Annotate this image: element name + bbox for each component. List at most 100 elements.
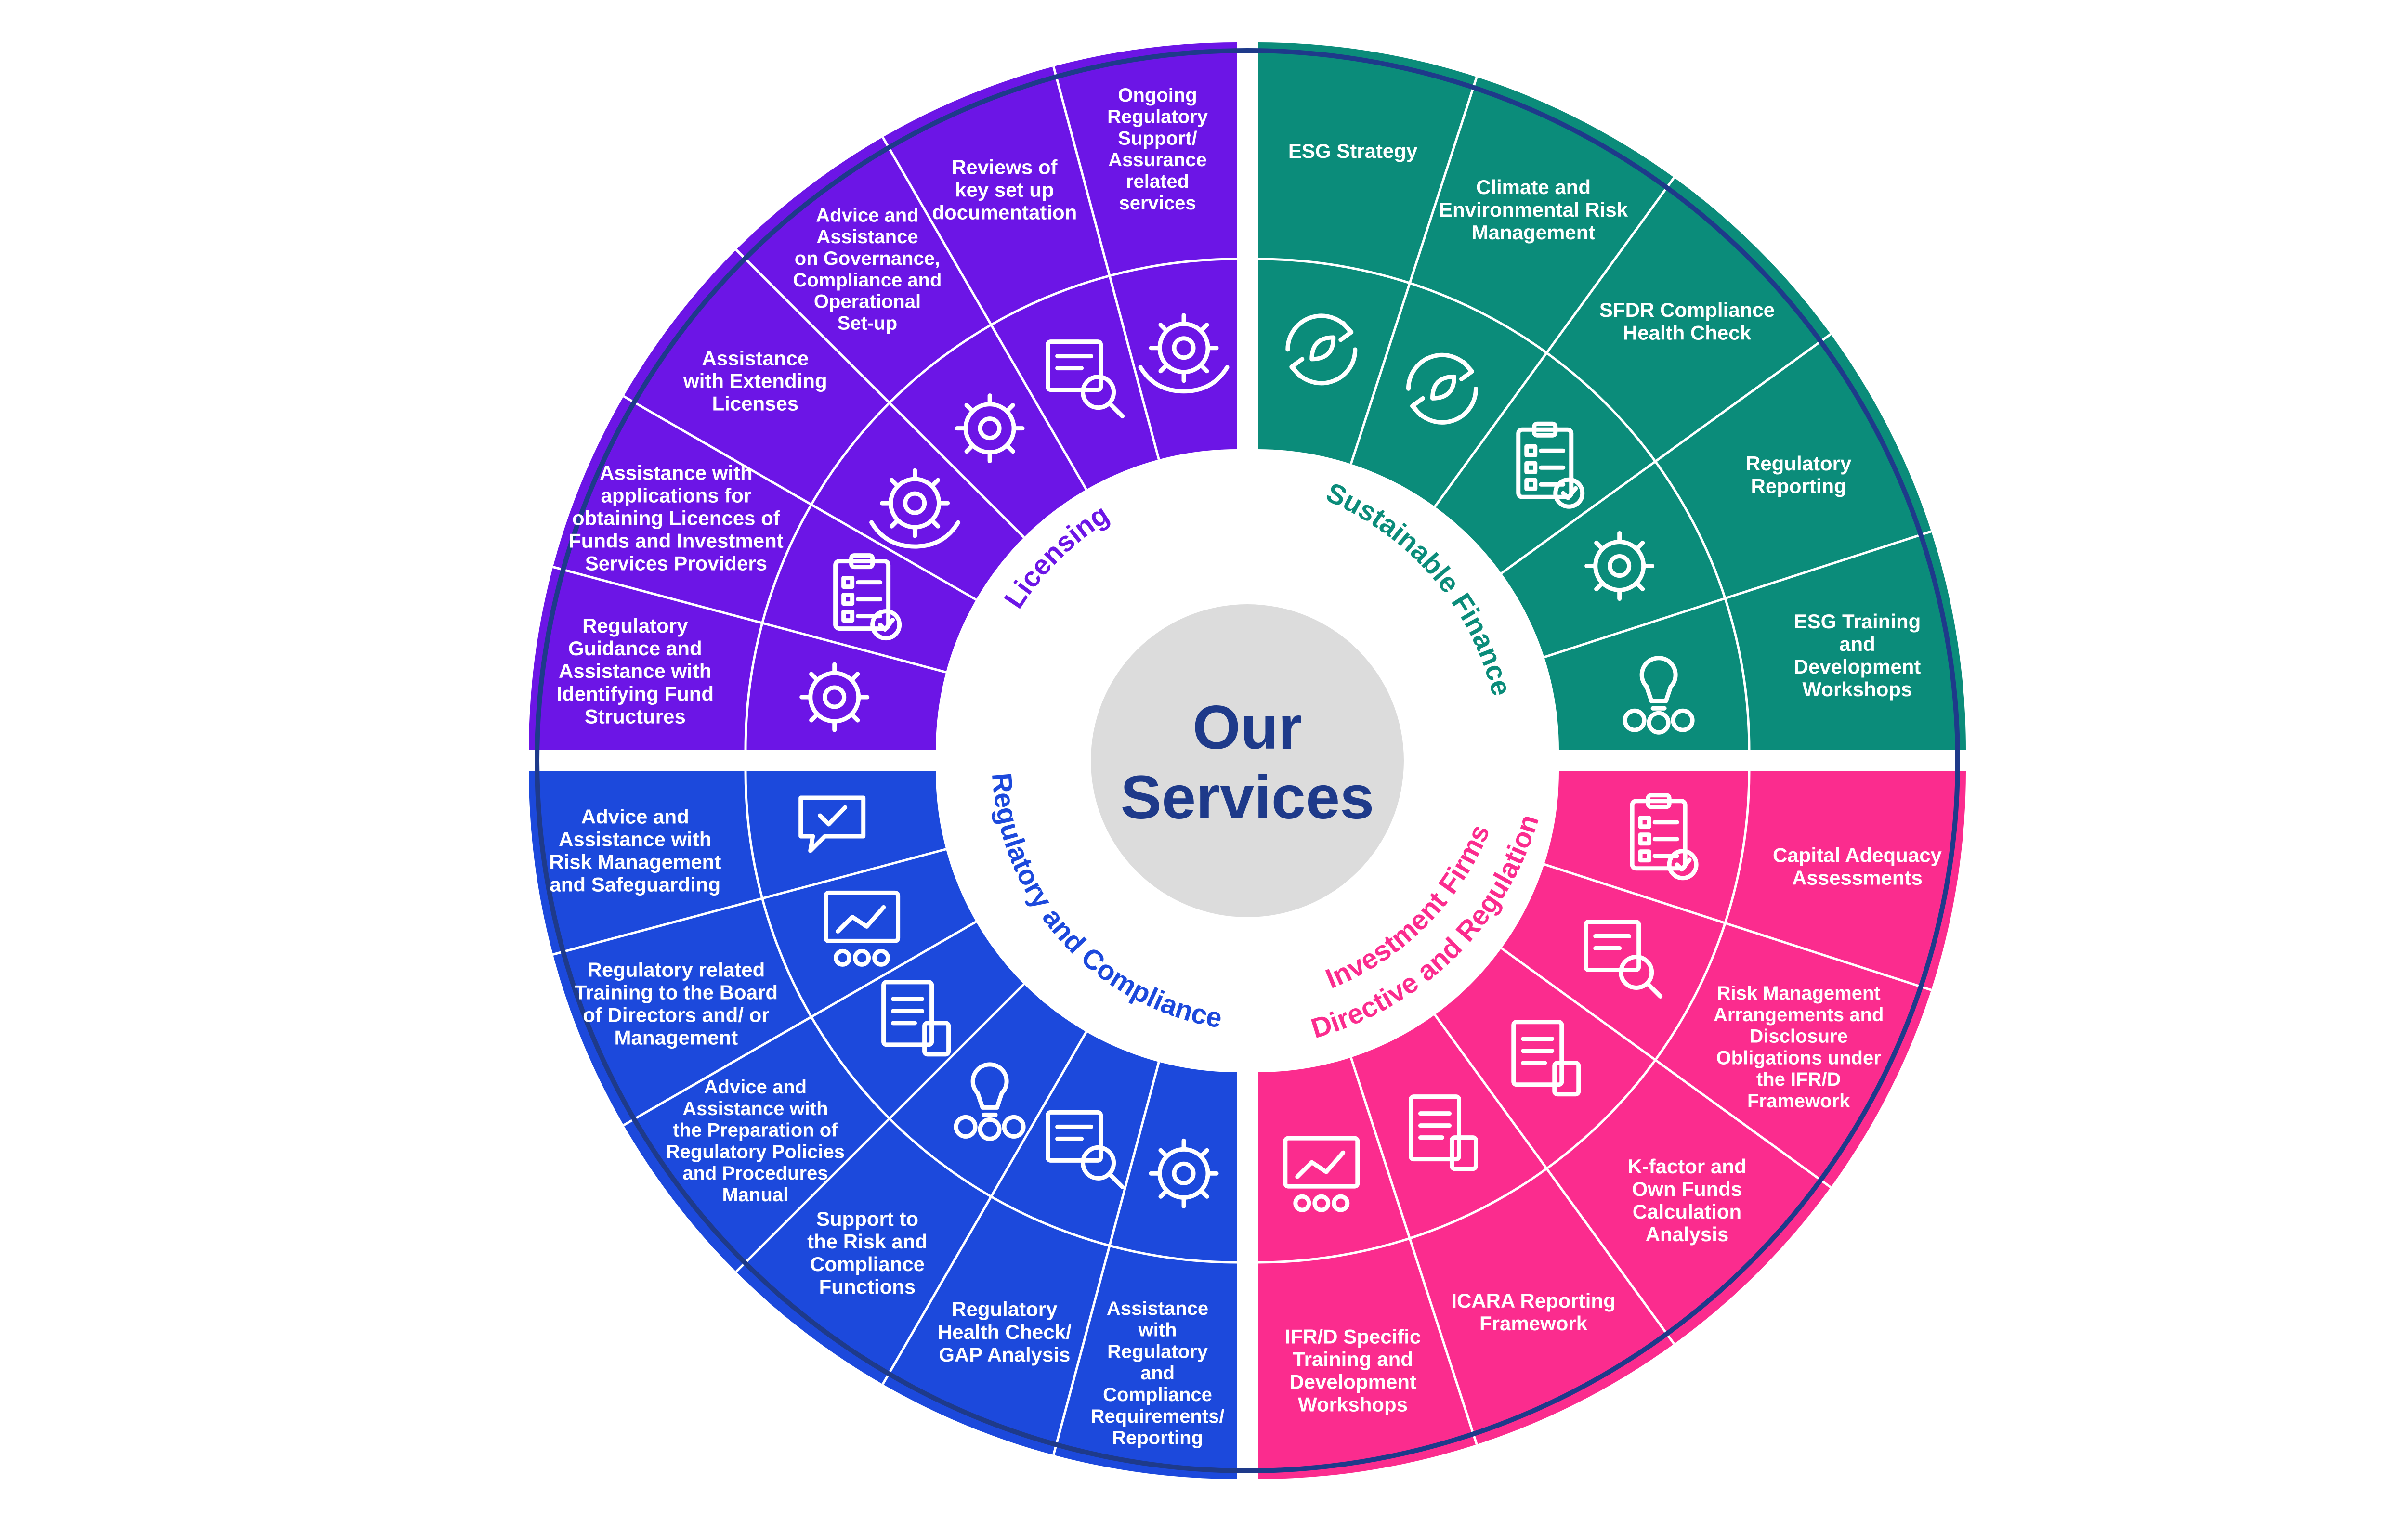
quadrant-background-investment-firms xyxy=(1258,771,1966,1479)
service-label-line: applications for xyxy=(601,484,752,506)
leaf-cycle-icon xyxy=(1285,313,1358,386)
hands-gear-icon-stroke xyxy=(1198,363,1209,374)
checklist-icon-stroke xyxy=(1524,444,1538,457)
service-label-line: Reporting xyxy=(1751,475,1846,497)
document-search-icon-stroke xyxy=(1081,375,1116,410)
hand-check-icon-stroke xyxy=(833,559,891,631)
service-label-line: Regulatory related xyxy=(588,958,765,981)
quadrant-sustainable-finance xyxy=(1257,42,1966,751)
service-label-line: Manual xyxy=(722,1184,788,1206)
clipboard-check-icon-stroke xyxy=(1638,816,1651,829)
quadrant-regulatory-compliance xyxy=(529,771,1237,1479)
chart-search-icon-stroke xyxy=(1107,1171,1125,1189)
service-label-line: Assistance with xyxy=(559,660,711,682)
chart-search-icon-stroke xyxy=(1081,1145,1116,1181)
building-cycle-icon xyxy=(1406,352,1478,425)
document-search-icon-stroke xyxy=(1107,401,1125,419)
service-label-line: Assistance xyxy=(816,226,918,247)
hands-gear-icon-stroke xyxy=(1172,336,1196,360)
chat-gear-icon xyxy=(1149,1138,1219,1208)
idea-person-icon-stroke xyxy=(1671,708,1695,732)
handshake-gear-icon-stroke xyxy=(890,518,900,529)
process-gear-icon-stroke xyxy=(1004,403,1015,414)
checklist-icon-stroke xyxy=(1524,478,1538,491)
clipboard-check-icon-stroke xyxy=(1630,799,1688,871)
service-label-line: Assessments xyxy=(1792,866,1923,889)
report-calculator-icon xyxy=(1511,1020,1581,1097)
presentation-search-icon-stroke xyxy=(1619,954,1654,990)
service-label-line: Compliance and xyxy=(793,270,942,291)
euro-gear-icon-stroke xyxy=(849,712,860,723)
service-label-line: Climate and xyxy=(1476,176,1591,198)
sector-divider xyxy=(881,1031,1087,1385)
clipboard-check-icon-stroke xyxy=(1638,832,1651,846)
service-label-line: with xyxy=(1138,1320,1177,1341)
service-icons xyxy=(798,313,1699,1212)
service-label-line: of Directors and/ or xyxy=(583,1003,769,1026)
service-label-line: Management xyxy=(615,1026,738,1049)
service-label-line: Development xyxy=(1289,1371,1416,1393)
service-label-line: Assistance xyxy=(702,347,809,370)
sector-divider xyxy=(1544,863,1932,991)
service-label-line: Assurance xyxy=(1108,149,1207,170)
hands-gear-icon-stroke xyxy=(1138,365,1230,394)
hands-gear-icon-stroke xyxy=(1158,323,1169,333)
handshake-gear-icon xyxy=(869,468,961,549)
service-label-line: Funds and Investment xyxy=(569,530,784,552)
board-presentation-icon-stroke xyxy=(872,948,890,967)
chat-gear-icon-stroke xyxy=(1198,1148,1209,1159)
service-label-line: Arrangements and xyxy=(1714,1004,1884,1026)
process-gear-icon-stroke xyxy=(964,443,975,454)
team-presentation-icon-stroke xyxy=(1283,1136,1360,1189)
clipboard-check-icon-stroke xyxy=(1675,857,1692,872)
service-label-line: Development xyxy=(1794,655,1921,678)
sector-divider xyxy=(1052,1062,1160,1455)
team-presentation-icon xyxy=(1283,1136,1360,1212)
service-label-line: Compliance xyxy=(1103,1384,1212,1405)
service-label-line: Regulatory xyxy=(1107,106,1208,128)
service-label-line: Training to the Board xyxy=(575,981,778,1003)
idea-team-icon-stroke xyxy=(1002,1115,1026,1139)
hand-check-icon-stroke xyxy=(878,618,895,632)
team-presentation-icon-stroke xyxy=(1332,1194,1350,1212)
clipboard-check-icon-stroke xyxy=(1667,849,1699,881)
mid-ring-line xyxy=(1257,258,1751,751)
sector-divider xyxy=(1349,1057,1478,1445)
sector-divider xyxy=(552,566,946,674)
process-gear-icon xyxy=(955,393,1025,464)
process-gear-icon-stroke xyxy=(978,416,1002,441)
service-label-line: Compliance xyxy=(810,1253,925,1275)
hand-message-icon-stroke xyxy=(798,795,866,853)
service-label-line: with Extending xyxy=(683,370,827,392)
checklist-icon-stroke xyxy=(1553,477,1585,509)
presentation-search-icon-stroke xyxy=(1645,981,1663,999)
checklist-icon xyxy=(1516,421,1585,509)
service-label-line: Own Funds xyxy=(1632,1178,1742,1200)
presentation-search-icon xyxy=(1584,919,1663,999)
building-cycle-icon-stroke xyxy=(1430,374,1456,401)
process-gear-icon-stroke xyxy=(964,403,975,414)
team-presentation-icon-stroke xyxy=(1295,1150,1346,1179)
service-label-line: documentation xyxy=(932,201,1077,224)
chat-gear-icon-stroke xyxy=(1172,1161,1196,1185)
service-label-line: Reporting xyxy=(1112,1428,1203,1449)
sector-divider xyxy=(1052,66,1160,460)
service-label-line: Services Providers xyxy=(585,552,767,575)
service-label-line: Risk Management xyxy=(549,851,721,873)
service-label-line: Assistance with xyxy=(600,461,752,484)
service-label-line: Identifying Fund xyxy=(556,682,714,705)
service-label-line: GAP Analysis xyxy=(939,1343,1070,1366)
chat-gear-icon-stroke xyxy=(1158,1188,1169,1199)
service-label-line: related xyxy=(1126,171,1189,192)
checklist-icon-stroke xyxy=(1532,421,1558,438)
shield-gear-icon xyxy=(1584,531,1655,601)
document-pen-icon-stroke xyxy=(922,1021,951,1057)
